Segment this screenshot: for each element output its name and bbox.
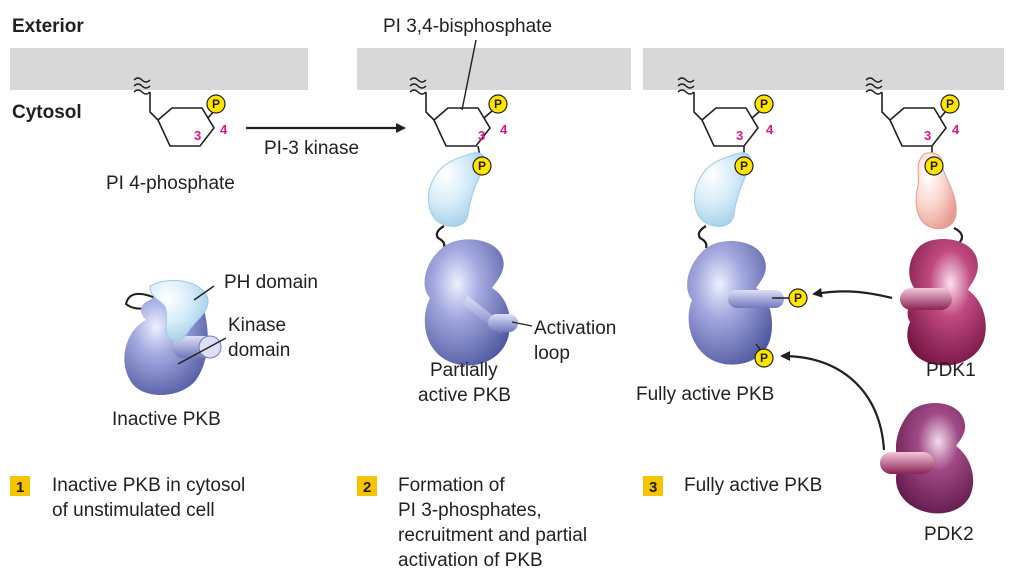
pi-bisphosphate-label: PI 3,4-bisphosphate <box>383 16 552 37</box>
step-text: of unstimulated cell <box>52 500 215 521</box>
phosphate-icon <box>488 94 508 114</box>
svg-text:2: 2 <box>363 479 371 496</box>
svg-text:P: P <box>478 159 486 173</box>
pi4-phosphate-lipid: P 3 4 <box>133 77 228 147</box>
step-2: 2 Formation of PI 3-phosphates, recruitm… <box>357 475 587 571</box>
step-badge <box>643 476 663 496</box>
phosphate-icon <box>940 94 960 114</box>
kinase-domain-label-1: Kinase <box>228 315 286 336</box>
phosphate-icon <box>206 94 226 114</box>
step-badge <box>10 476 30 496</box>
ring-position-3: 3 <box>194 128 201 143</box>
membrane-panel-3 <box>643 48 1004 90</box>
pi-bisphosphate-lipid-3b: P 3 4 <box>865 77 960 156</box>
activation-loop <box>488 314 518 332</box>
phosphate-icon <box>924 156 944 176</box>
fully-active-pkb: P P P <box>687 152 808 368</box>
svg-text:P: P <box>946 97 954 111</box>
partially-active-label-2: active PKB <box>418 385 511 406</box>
svg-text:4: 4 <box>766 122 774 137</box>
lipid-tail-icon <box>409 77 427 95</box>
lipid-tail-icon <box>865 77 883 95</box>
svg-text:3: 3 <box>649 479 657 496</box>
inositol-ring <box>157 107 215 147</box>
activation-loop <box>728 290 784 308</box>
partially-active-pkb: P <box>424 152 518 366</box>
pdk2-kinase <box>895 402 974 514</box>
partially-active-label-1: Partially <box>430 360 498 381</box>
svg-text:1: 1 <box>16 479 24 496</box>
pdk2-label: PDK2 <box>924 524 974 545</box>
step-1: 1 Inactive PKB in cytosol of unstimulate… <box>10 475 245 521</box>
cytosol-label: Cytosol <box>12 102 82 123</box>
step-text: recruitment and partial <box>398 525 587 546</box>
membrane-panel-2 <box>357 48 631 90</box>
svg-text:3: 3 <box>736 128 743 143</box>
lipid-tail-icon <box>133 77 151 95</box>
svg-text:P: P <box>760 97 768 111</box>
ph-domain-label: PH domain <box>224 272 318 293</box>
step-text: activation of PKB <box>398 550 543 571</box>
step-text: Fully active PKB <box>684 475 822 496</box>
phosphate-icon <box>788 288 808 308</box>
step-3: 3 Fully active PKB <box>643 475 822 496</box>
svg-text:P: P <box>794 291 802 305</box>
arrow-icon <box>780 351 886 451</box>
svg-text:4: 4 <box>952 122 960 137</box>
pdk2 <box>880 402 974 514</box>
fully-active-pkb-label: Fully active PKB <box>636 384 774 405</box>
step-badge <box>357 476 377 496</box>
svg-text:3: 3 <box>478 128 485 143</box>
kinase-domain-label-2: domain <box>228 340 290 361</box>
svg-text:P: P <box>212 97 220 111</box>
pi-bisphosphate-lipid-3a: P 3 4 <box>677 77 774 156</box>
ph-domain <box>149 280 209 342</box>
phosphate-icon <box>734 156 754 176</box>
svg-text:P: P <box>760 351 768 365</box>
svg-text:P: P <box>740 159 748 173</box>
phosphate-icon <box>754 94 774 114</box>
svg-text:P: P <box>930 159 938 173</box>
pdk1-label: PDK1 <box>926 360 976 381</box>
phosphate-icon <box>472 156 492 176</box>
activation-loop-label-2: loop <box>534 343 570 364</box>
step-text: Formation of <box>398 475 505 496</box>
step-text: Inactive PKB in cytosol <box>52 475 245 496</box>
phosphate-icon <box>754 348 774 368</box>
step-text: PI 3-phosphates, <box>398 500 542 521</box>
svg-text:4: 4 <box>500 122 508 137</box>
svg-text:P: P <box>494 97 502 111</box>
inactive-pkb-label: Inactive PKB <box>112 409 221 430</box>
svg-text:3: 3 <box>924 128 931 143</box>
arrow-icon <box>812 287 893 300</box>
membrane-panel-1 <box>10 48 308 90</box>
exterior-label: Exterior <box>12 16 84 37</box>
inactive-pkb <box>124 280 222 395</box>
lipid-tail-icon <box>677 77 695 95</box>
activation-loop-label-1: Activation <box>534 318 616 339</box>
pdk1: P <box>900 152 986 366</box>
pi3-kinase-label: PI-3 kinase <box>264 138 359 159</box>
ring-position-4: 4 <box>220 122 228 137</box>
pi4-phosphate-label: PI 4-phosphate <box>106 173 235 194</box>
pi-bisphosphate-lipid-2: P 3 4 <box>409 77 508 157</box>
